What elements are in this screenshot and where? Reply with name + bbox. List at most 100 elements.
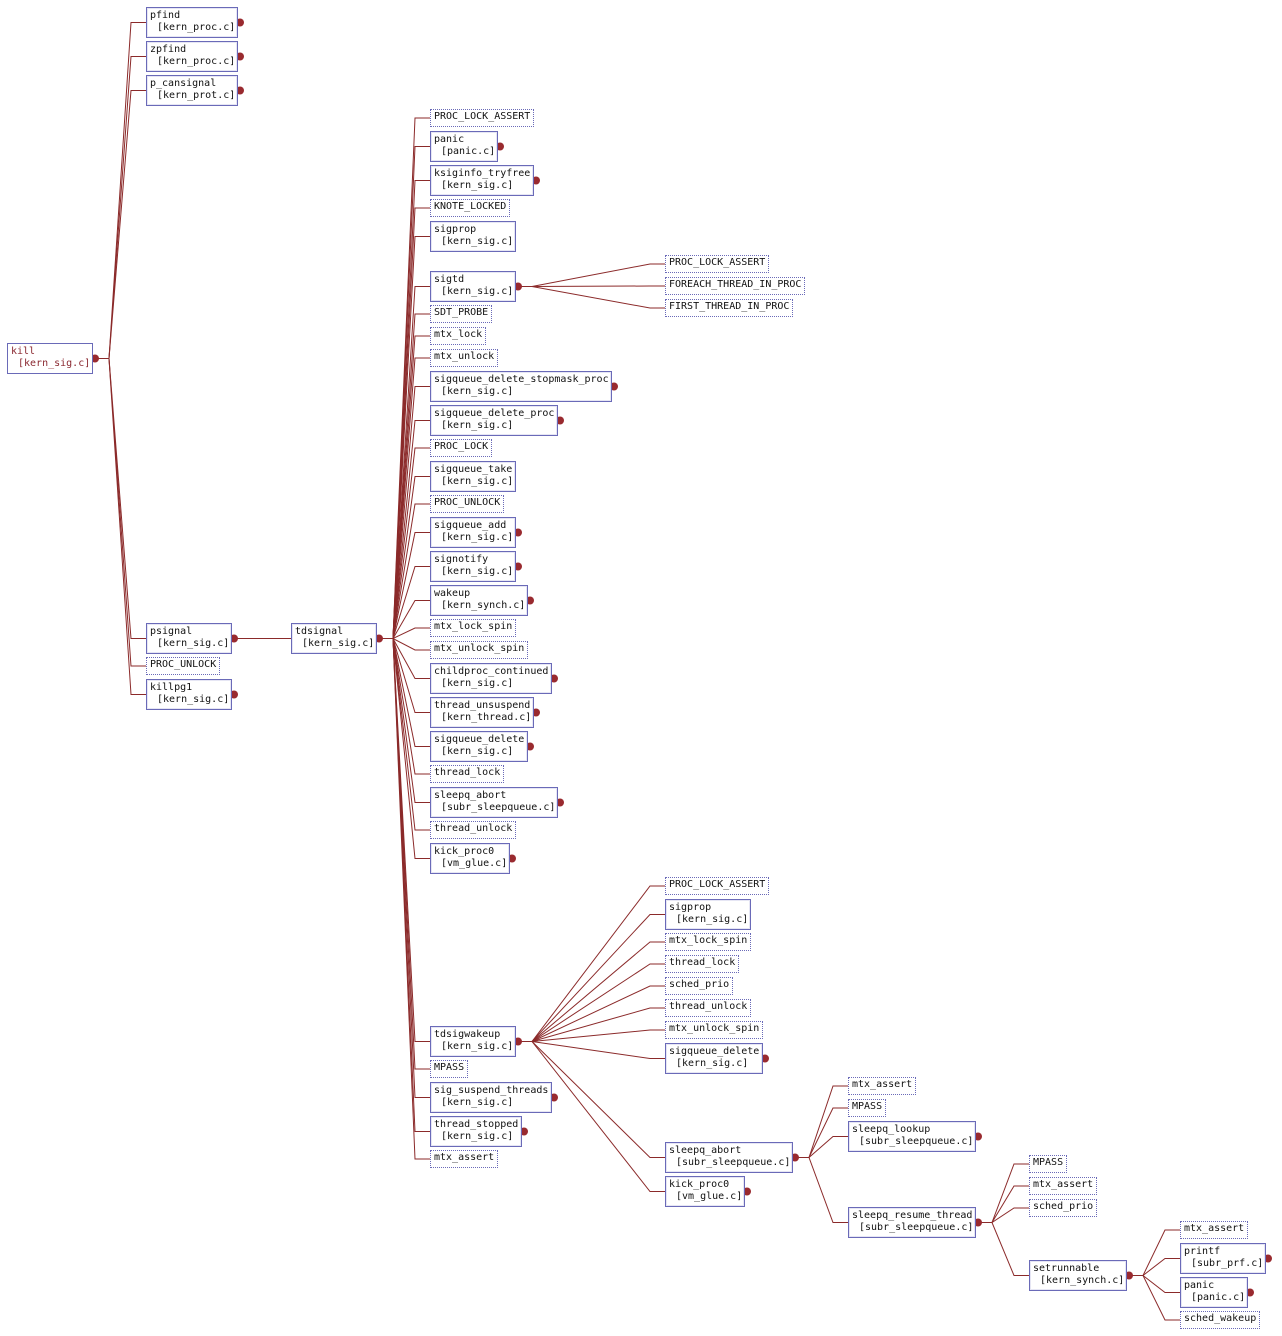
function-node-w-mtx-unlock-spin[interactable]: mtx_unlock_spin [665, 1021, 763, 1039]
function-node-p-cansignal[interactable]: p_cansignal[kern_prot.c] [146, 75, 238, 106]
function-node-t-thread-unlock[interactable]: thread_unlock [430, 821, 516, 839]
function-node-r-mpass[interactable]: MPASS [1029, 1155, 1067, 1173]
function-node-t-mtx-unlock-spin[interactable]: mtx_unlock_spin [430, 641, 528, 659]
function-node-w-kick-proc0[interactable]: kick_proc0[vm_glue.c] [665, 1176, 745, 1207]
function-node-killpg1[interactable]: killpg1[kern_sig.c] [146, 679, 232, 710]
expand-dot-icon[interactable] [974, 1218, 982, 1227]
function-node-proc-unlock-1[interactable]: PROC_UNLOCK [146, 657, 220, 675]
function-node-t-proc-unlock[interactable]: PROC_UNLOCK [430, 495, 504, 513]
function-node-a-mtx-assert[interactable]: mtx_assert [848, 1077, 916, 1095]
function-node-s-foreach[interactable]: FOREACH_THREAD_IN_PROC [665, 277, 805, 295]
function-node-t-sdt-probe[interactable]: SDT_PROBE [430, 305, 492, 323]
function-node-t-thread-unsuspend[interactable]: thread_unsuspend[kern_thread.c] [430, 697, 534, 728]
function-node-w-mtx-lock-spin[interactable]: mtx_lock_spin [665, 933, 751, 951]
expand-dot-icon[interactable] [532, 176, 540, 185]
function-node-t-sigprop[interactable]: sigprop[kern_sig.c] [430, 221, 516, 252]
function-node-r-mtx-assert[interactable]: mtx_assert [1029, 1177, 1097, 1195]
function-node-s-first[interactable]: FIRST_THREAD_IN_PROC [665, 299, 793, 317]
expand-dot-icon[interactable] [520, 1127, 528, 1136]
function-node-w-thread-lock[interactable]: thread_lock [665, 955, 739, 973]
expand-dot-icon[interactable] [496, 142, 504, 151]
function-node-w-proc-lock-assert[interactable]: PROC_LOCK_ASSERT [665, 877, 769, 895]
function-node-t-sigqueue-add[interactable]: sigqueue_add[kern_sig.c] [430, 517, 516, 548]
function-node-pfind[interactable]: pfind[kern_proc.c] [146, 7, 238, 38]
expand-dot-icon[interactable] [236, 86, 244, 95]
function-node-t-childproc-continued[interactable]: childproc_continued[kern_sig.c] [430, 663, 552, 694]
function-node-s-proc-lock-assert[interactable]: PROC_LOCK_ASSERT [665, 255, 769, 273]
expand-dot-icon[interactable] [526, 596, 534, 605]
expand-dot-icon[interactable] [610, 382, 618, 391]
function-node-u-panic[interactable]: panic[panic.c] [1180, 1277, 1248, 1308]
function-node-a-sleepq-resume-thread[interactable]: sleepq_resume_thread[subr_sleepqueue.c] [848, 1207, 976, 1238]
function-node-t-signotify[interactable]: signotify[kern_sig.c] [430, 551, 516, 582]
function-node-t-ksiginfo-tryfree[interactable]: ksiginfo_tryfree[kern_sig.c] [430, 165, 534, 196]
function-node-t-tdsigwakeup[interactable]: tdsigwakeup[kern_sig.c] [430, 1026, 516, 1057]
expand-dot-icon[interactable] [532, 708, 540, 717]
function-node-t-wakeup[interactable]: wakeup[kern_synch.c] [430, 585, 528, 616]
expand-dot-icon[interactable] [556, 416, 564, 425]
function-node-t-thread-lock[interactable]: thread_lock [430, 765, 504, 783]
expand-dot-icon[interactable] [230, 634, 238, 643]
function-node-t-mtx-lock[interactable]: mtx_lock [430, 327, 486, 345]
function-node-t-sleepq-abort[interactable]: sleepq_abort[subr_sleepqueue.c] [430, 787, 558, 818]
expand-dot-icon[interactable] [514, 282, 522, 291]
function-node-kill[interactable]: kill[kern_sig.c] [7, 343, 93, 374]
expand-dot-icon[interactable] [236, 52, 244, 61]
function-node-t-sigqueue-take[interactable]: sigqueue_take[kern_sig.c] [430, 461, 516, 492]
function-name: signotify [434, 554, 489, 565]
function-node-u-sched-wakeup[interactable]: sched_wakeup [1180, 1311, 1260, 1329]
expand-dot-icon[interactable] [791, 1153, 799, 1162]
expand-dot-icon[interactable] [1125, 1271, 1133, 1280]
function-node-t-knote-locked[interactable]: KNOTE_LOCKED [430, 199, 510, 217]
function-node-tdsignal[interactable]: tdsignal[kern_sig.c] [291, 623, 377, 654]
function-node-t-sigtd[interactable]: sigtd[kern_sig.c] [430, 271, 516, 302]
function-node-t-mpass[interactable]: MPASS [430, 1060, 468, 1078]
function-node-w-thread-unlock[interactable]: thread_unlock [665, 999, 751, 1017]
function-node-t-mtx-lock-spin[interactable]: mtx_lock_spin [430, 619, 516, 637]
expand-dot-icon[interactable] [550, 674, 558, 683]
function-node-u-mtx-assert[interactable]: mtx_assert [1180, 1221, 1248, 1239]
expand-dot-icon[interactable] [974, 1132, 982, 1141]
expand-dot-icon[interactable] [91, 354, 99, 363]
function-node-t-mtx-unlock[interactable]: mtx_unlock [430, 349, 498, 367]
expand-dot-icon[interactable] [526, 742, 534, 751]
function-node-zpfind[interactable]: zpfind[kern_proc.c] [146, 41, 238, 72]
function-node-w-sleepq-abort[interactable]: sleepq_abort[subr_sleepqueue.c] [665, 1142, 793, 1173]
expand-dot-icon[interactable] [236, 18, 244, 27]
function-node-psignal[interactable]: psignal[kern_sig.c] [146, 623, 232, 654]
function-node-w-sigprop[interactable]: sigprop[kern_sig.c] [665, 899, 751, 930]
function-node-w-sched-prio[interactable]: sched_prio [665, 977, 733, 995]
function-node-r-sched-prio[interactable]: sched_prio [1029, 1199, 1097, 1217]
expand-dot-icon[interactable] [550, 1093, 558, 1102]
function-node-w-sigqueue-delete[interactable]: sigqueue_delete[kern_sig.c] [665, 1043, 763, 1074]
function-node-t-panic[interactable]: panic[panic.c] [430, 131, 498, 162]
expand-dot-icon[interactable] [1264, 1254, 1272, 1263]
function-node-u-printf[interactable]: printf[subr_prf.c] [1180, 1243, 1266, 1274]
function-name: thread_unlock [669, 1001, 748, 1012]
expand-dot-icon[interactable] [1246, 1288, 1254, 1297]
function-node-t-sig-suspend-threads[interactable]: sig_suspend_threads[kern_sig.c] [430, 1082, 552, 1113]
function-node-t-mtx-assert[interactable]: mtx_assert [430, 1150, 498, 1168]
function-node-a-sleepq-lookup[interactable]: sleepq_lookup[subr_sleepqueue.c] [848, 1121, 976, 1152]
function-node-t-sigqueue-delete[interactable]: sigqueue_delete[kern_sig.c] [430, 731, 528, 762]
function-name: PROC_LOCK_ASSERT [434, 111, 531, 122]
function-node-r-setrunnable[interactable]: setrunnable[kern_synch.c] [1029, 1260, 1127, 1291]
expand-dot-icon[interactable] [514, 562, 522, 571]
expand-dot-icon[interactable] [508, 854, 516, 863]
expand-dot-icon[interactable] [375, 634, 383, 643]
expand-dot-icon[interactable] [514, 1037, 522, 1046]
expand-dot-icon[interactable] [230, 690, 238, 699]
function-name: PROC_LOCK [434, 441, 489, 452]
function-node-t-sqdp[interactable]: sigqueue_delete_proc[kern_sig.c] [430, 405, 558, 436]
function-node-t-proc-lock-assert[interactable]: PROC_LOCK_ASSERT [430, 109, 534, 127]
function-node-t-proc-lock[interactable]: PROC_LOCK [430, 439, 492, 457]
expand-dot-icon[interactable] [514, 528, 522, 537]
expand-dot-icon[interactable] [761, 1054, 769, 1063]
function-node-t-thread-stopped[interactable]: thread_stopped[kern_sig.c] [430, 1116, 522, 1147]
function-node-t-sqdsp[interactable]: sigqueue_delete_stopmask_proc[kern_sig.c… [430, 371, 612, 402]
function-node-t-kick-proc0[interactable]: kick_proc0[vm_glue.c] [430, 843, 510, 874]
expand-dot-icon[interactable] [743, 1187, 751, 1196]
expand-dot-icon[interactable] [556, 798, 564, 807]
function-node-a-mpass[interactable]: MPASS [848, 1099, 886, 1117]
function-name: sched_wakeup [1184, 1313, 1257, 1324]
